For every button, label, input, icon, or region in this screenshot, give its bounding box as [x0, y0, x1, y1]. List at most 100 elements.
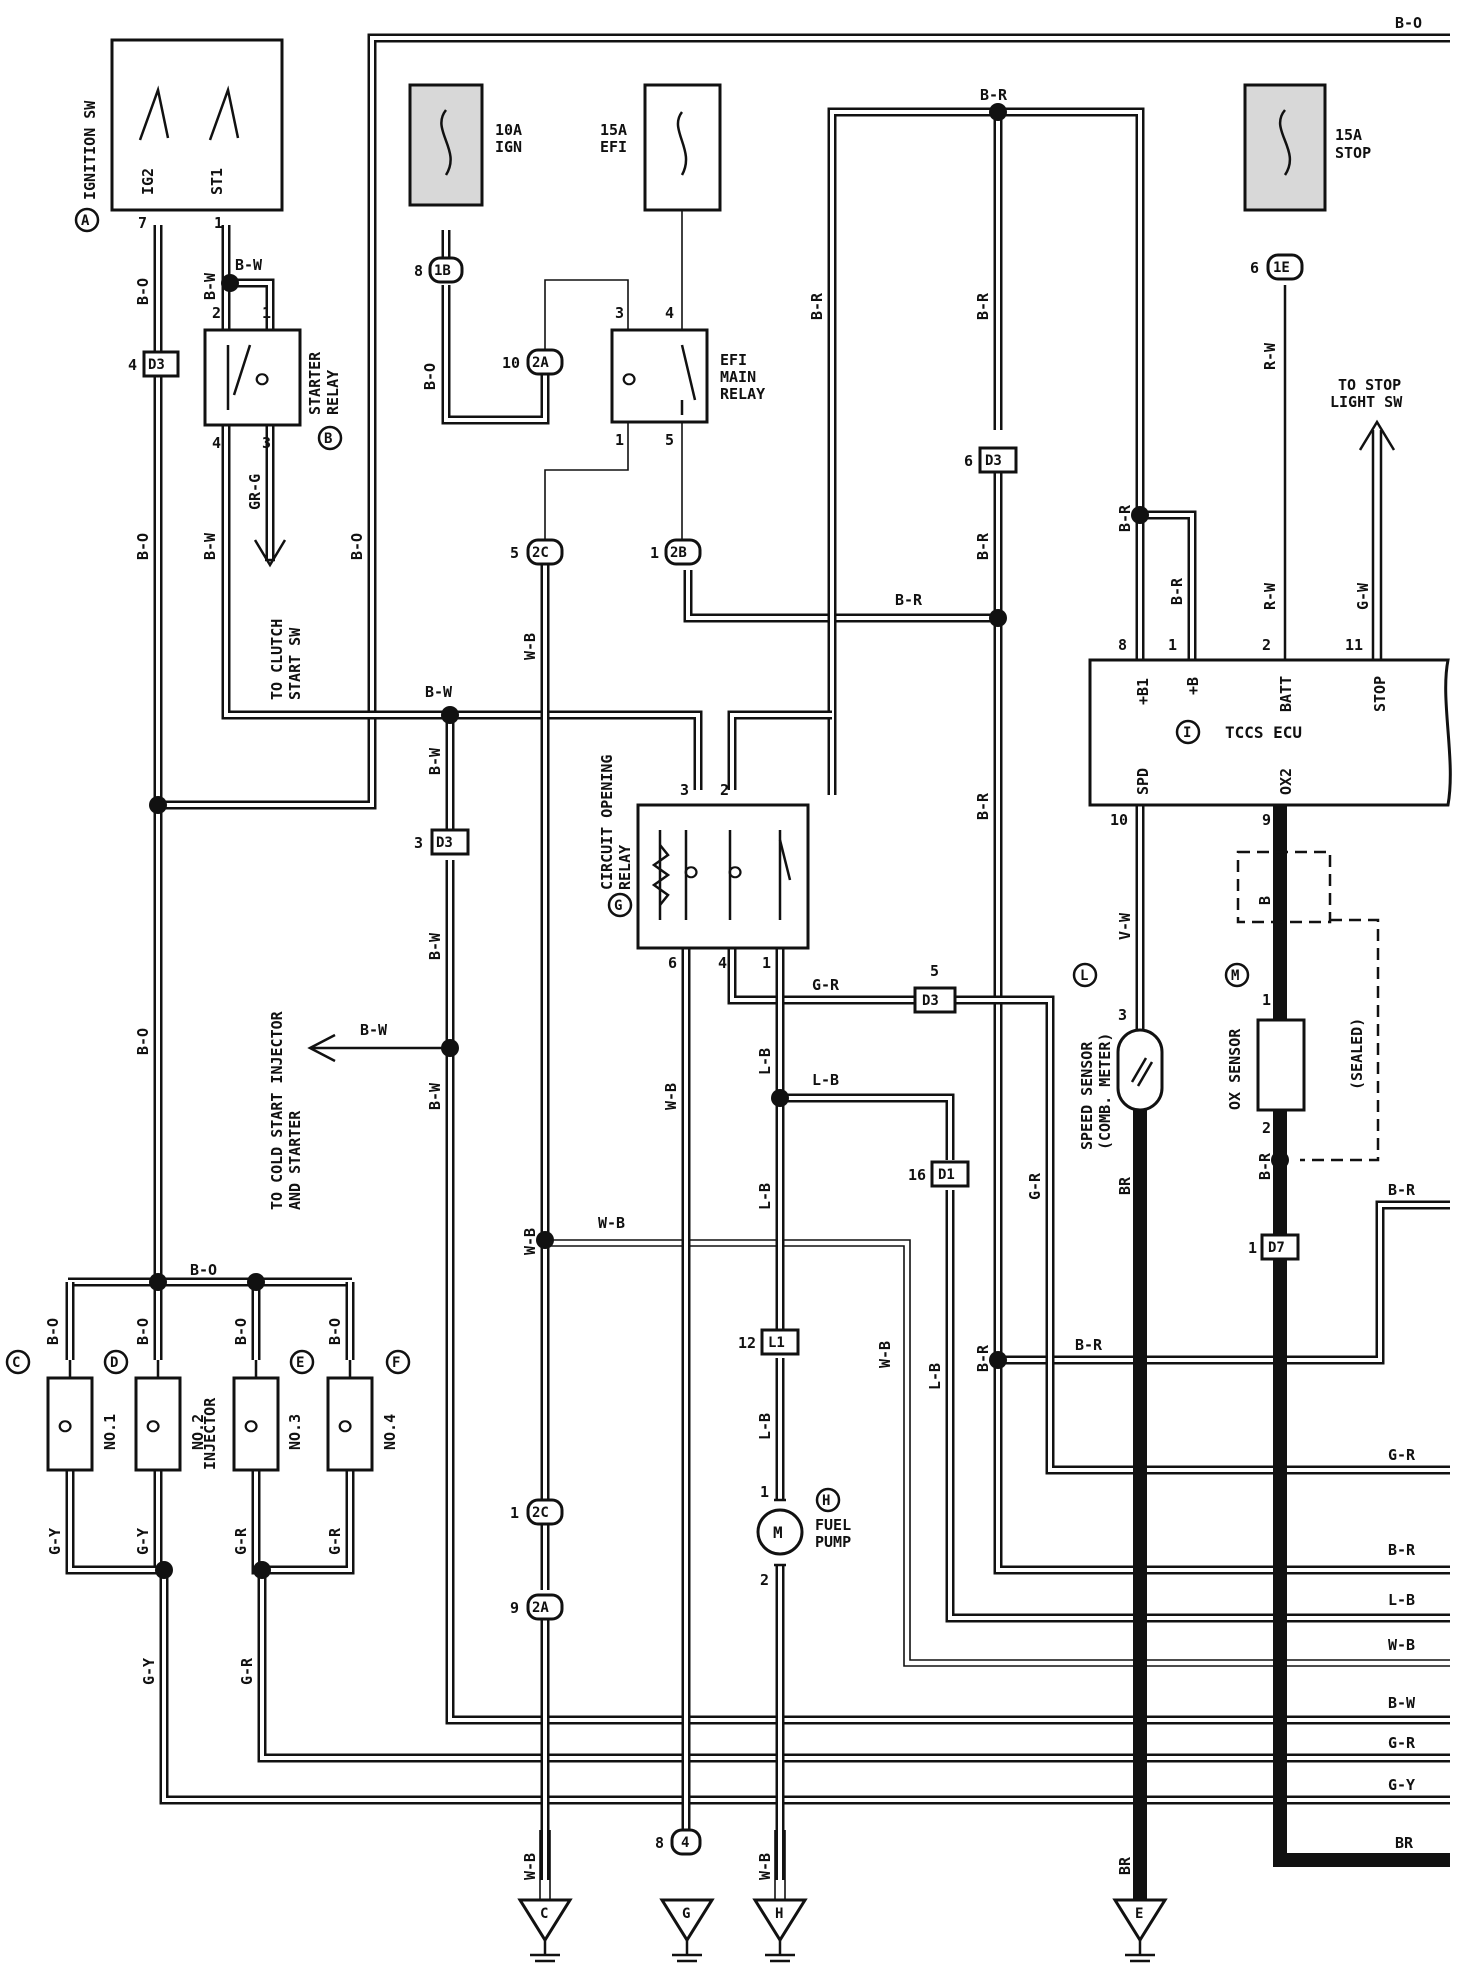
wire-label-b-r-3: B-R [974, 292, 992, 320]
fuse-ign-rating: 10A [495, 121, 522, 139]
ecu-pin-11: 11 [1345, 636, 1363, 654]
right-edge-labels: B-O B-R G-R B-R L-B W-B B-W G-R G-Y BR [1388, 14, 1422, 1852]
conn-2b-id: 2B [670, 545, 687, 561]
starter-relay-title-1: STARTER [306, 351, 324, 415]
wire-label-b-r-9: B-R [1116, 504, 1134, 532]
wire-label-r-w-2: R-W [1261, 582, 1279, 610]
conn-d3-d-id: D3 [922, 993, 939, 1009]
wire-label-b-w-7: B-W [360, 1021, 388, 1039]
wire-label-w-b-6: W-B [521, 1853, 539, 1880]
ecu-pin-8: 8 [1118, 636, 1127, 654]
conn-l1-id: L1 [768, 1335, 785, 1351]
ox-sensor-title: OX SENSOR [1226, 1028, 1244, 1110]
starter-relay: ⵔ 2 1 4 3 STARTER RELAY B [203, 304, 343, 452]
fuse-efi-rating: 15A [600, 121, 627, 139]
efi-relay-pin-4: 4 [665, 304, 674, 322]
injector-1-letter: C [12, 1355, 20, 1371]
fuse-ign-name: IGN [495, 138, 522, 156]
note-to-clutch-2: START SW [286, 627, 304, 700]
edge-label-2: B-R [1388, 1181, 1416, 1199]
speed-sensor-pin: 3 [1118, 1006, 1127, 1024]
ecu-pin-2: 2 [1262, 636, 1271, 654]
wire-label-b-r-4: B-R [974, 532, 992, 560]
ignition-title: IGNITION SW [81, 100, 99, 200]
fuel-pump-pin-2: 2 [760, 1571, 769, 1589]
ecu-title: TCCS ECU [1225, 723, 1302, 742]
cor-pin-6: 6 [668, 954, 677, 972]
efi-relay-pin-5: 5 [665, 431, 674, 449]
speed-sensor-title-2: (COMB. METER) [1096, 1033, 1114, 1150]
note-to-stop-2: LIGHT SW [1330, 393, 1403, 411]
ignition-pin-ig2-label: IG2 [139, 168, 157, 195]
wire-label-gr-g: GR-G [246, 474, 264, 510]
wire-label-v-w: V-W [1116, 912, 1134, 940]
wire-label-b-o-8: B-O [134, 1318, 152, 1345]
fuel-pump-letter: H [822, 1493, 830, 1509]
ignition-pin-st1-label: ST1 [208, 168, 226, 195]
edge-label-7: B-W [1388, 1694, 1416, 1712]
speed-sensor-title-1: SPEED SENSOR [1078, 1041, 1096, 1150]
efi-relay-title-3: RELAY [720, 385, 765, 403]
ecu-term-b: +B [1184, 677, 1202, 695]
wire-label-g-y-2: G-Y [134, 1528, 152, 1555]
injector-2-coil-icon: ⵔ [146, 1417, 160, 1436]
wire-label-br-2: BR [1116, 1856, 1134, 1875]
starter-pin-4: 4 [212, 434, 221, 452]
wire-label-b-w-6: B-W [426, 932, 444, 960]
conn-2a-top-pin: 10 [502, 354, 520, 372]
junctions [149, 103, 1289, 1579]
ecu-term-ox2: OX2 [1277, 768, 1295, 795]
connectors: D3 4 D3 6 D3 3 D3 5 D1 16 D7 1 L1 12 1B … [128, 253, 1304, 1856]
wire-label-b-w-2: B-W [201, 272, 219, 300]
ignition-pin-ig2-number: 7 [138, 214, 147, 232]
wire-label-b-o-3: B-O [134, 1028, 152, 1055]
fuse-stop: 15A STOP [1243, 83, 1371, 212]
injector-title: INJECTOR [201, 1397, 219, 1470]
conn-1e-pin: 6 [1250, 259, 1259, 277]
note-to-clutch-1: TO CLUTCH [268, 619, 286, 700]
wire-label-r-w-1: R-W [1261, 342, 1279, 370]
ox-sensor-letter: M [1231, 968, 1239, 984]
conn-1b-pin: 8 [414, 262, 423, 280]
conn-d3-c-pin: 3 [414, 834, 423, 852]
tccs-ecu: +B1 +B BATT STOP SPD OX2 8 1 2 11 10 9 I… [1088, 636, 1452, 829]
ecu-pin-10: 10 [1110, 811, 1128, 829]
ox-pin-1: 1 [1262, 991, 1271, 1009]
cor-pin-2: 2 [720, 781, 729, 799]
fuel-pump-pin-1: 1 [760, 1483, 769, 1501]
wire-label-b-r-5: B-R [895, 591, 923, 609]
ecu-term-b1: +B1 [1134, 678, 1152, 705]
conn-d7-pin: 1 [1248, 1239, 1257, 1257]
wire-labels: B-O B-O B-O B-O B-O B-O B-O B-O B-O B-O … [44, 86, 1372, 1880]
wire-label-w-b-4: W-B [662, 1083, 680, 1110]
ecu-term-stop: STOP [1371, 676, 1389, 712]
wire-label-b-w-4: B-W [425, 683, 453, 701]
wire-label-b-r-7: B-R [974, 1344, 992, 1372]
ground-c-label: C [540, 1906, 548, 1922]
fuel-pump: M 1 2 H FUEL PUMP [756, 1483, 851, 1589]
conn-2c-bot-id: 2C [532, 1505, 549, 1521]
efi-relay-pin-1: 1 [615, 431, 624, 449]
wire-label-l-b-5: L-B [926, 1363, 944, 1390]
cor-coil-1-icon: ⵔ [684, 863, 698, 882]
ground-h-label: H [775, 1906, 783, 1922]
cor-letter: G [614, 898, 622, 914]
wire-label-b-w-8: B-W [426, 1082, 444, 1110]
starter-relay-coil-icon: ⵔ [255, 370, 269, 389]
ground-e-label: E [1135, 1906, 1143, 1922]
conn-2c-bot-pin: 1 [510, 1504, 519, 1522]
wire-label-b-o-4: B-O [348, 533, 366, 560]
conn-2b-pin: 1 [650, 544, 659, 562]
conn-d7-id: D7 [1268, 1240, 1285, 1256]
wire-label-b-o-10: B-O [326, 1318, 344, 1345]
edge-label-10: BR [1395, 1834, 1414, 1852]
edge-label-9: G-Y [1388, 1776, 1415, 1794]
wire-label-l-b-3: L-B [756, 1183, 774, 1210]
ecu-letter: I [1183, 725, 1191, 741]
conn-2c-top-id: 2C [532, 545, 549, 561]
injector-1-name: NO.1 [101, 1414, 119, 1450]
cor-title-2: RELAY [616, 845, 634, 890]
speed-sensor: 3 SPEED SENSOR (COMB. METER) L [1072, 962, 1164, 1150]
wire-label-b-r-10: B-R [1168, 577, 1186, 605]
conn-d3-a-id: D3 [148, 357, 165, 373]
